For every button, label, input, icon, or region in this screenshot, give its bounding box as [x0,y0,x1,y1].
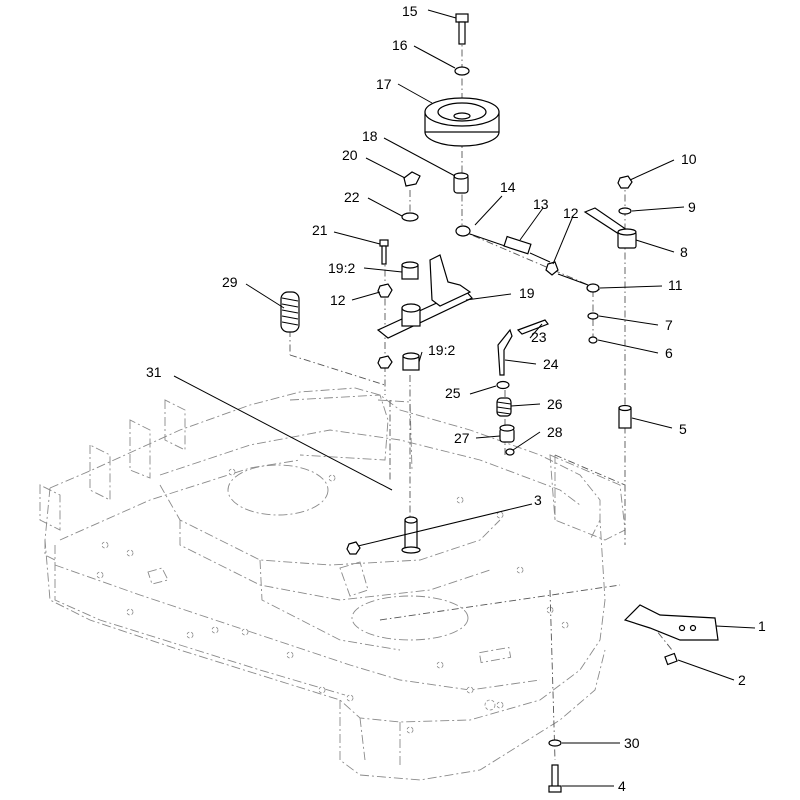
callout-3: 3 [534,492,542,508]
leader-lines [173,9,756,787]
part-24-rod [497,328,513,376]
callout-29: 29 [222,274,238,290]
part-3-nut [346,541,361,555]
callout-10: 10 [681,151,697,167]
callout-30: 30 [624,735,640,751]
part-21-bolt [379,239,389,265]
callout-19: 19 [519,285,535,301]
callout-16: 16 [392,37,408,53]
callout-17: 17 [376,76,392,92]
callout-12-right: 12 [563,205,579,221]
part-19-2-bushing-upper [401,261,419,280]
callout-7: 7 [665,317,673,333]
part-23-pin [516,319,549,335]
part-12-nut-left [377,283,393,298]
part-31-shaft [401,516,421,554]
part-4-bolt [548,764,562,793]
part-1-bracket [623,604,719,641]
callout-20: 20 [342,147,358,163]
callout-14: 14 [500,179,516,195]
part-19-2-bushing-lower [402,352,420,371]
part-27-ferrule [499,424,515,443]
part-6-nut [588,336,598,344]
part-19-idler-arm [376,254,473,339]
part-28-nut [505,448,515,456]
callout-1: 1 [758,618,766,634]
callout-19-2-lower: 19:2 [428,342,455,358]
part-22-washer [401,212,419,222]
part-10-nut [617,175,633,189]
part-5-spacer [618,404,632,429]
callout-31: 31 [146,364,162,380]
callout-9: 9 [688,199,696,215]
callout-8: 8 [680,244,688,260]
callout-11: 11 [668,277,683,293]
part-26-spring [496,397,512,417]
part-15-bolt [455,13,469,45]
callout-4: 4 [618,778,626,794]
part-29-spring [280,291,300,333]
part-7-washer [587,312,599,320]
callout-23: 23 [531,329,547,345]
callout-12-left: 12 [330,292,346,308]
callout-15: 15 [402,3,418,19]
part-18-spacer [453,172,469,194]
part-12-nut-lower [377,355,393,369]
part-8-bracket [583,207,637,249]
callout-22: 22 [344,189,360,205]
callout-28: 28 [547,424,563,440]
callout-26: 26 [547,396,563,412]
callout-24: 24 [543,356,559,372]
part-20-clip [403,171,421,187]
part-17-idler-pulley [424,97,500,147]
callout-25: 25 [445,385,461,401]
part-25-washer [496,380,510,390]
part-16-washer [454,66,470,76]
callout-2: 2 [738,672,746,688]
callout-5: 5 [679,421,687,437]
callout-27: 27 [454,430,470,446]
part-13-14-adjustment-rod [455,225,600,293]
callout-13: 13 [533,196,549,212]
part-9-washer [618,207,632,215]
callout-21: 21 [312,222,328,238]
part-30-washer [548,739,562,747]
mower-deck-outline [39,387,626,781]
callout-19-2-upper: 19:2 [328,260,355,276]
callout-6: 6 [665,345,673,361]
callout-labels: 15 16 17 18 20 22 21 19:2 29 12 14 13 12… [146,3,766,794]
part-2-bolt [664,652,678,666]
callout-18: 18 [362,128,378,144]
